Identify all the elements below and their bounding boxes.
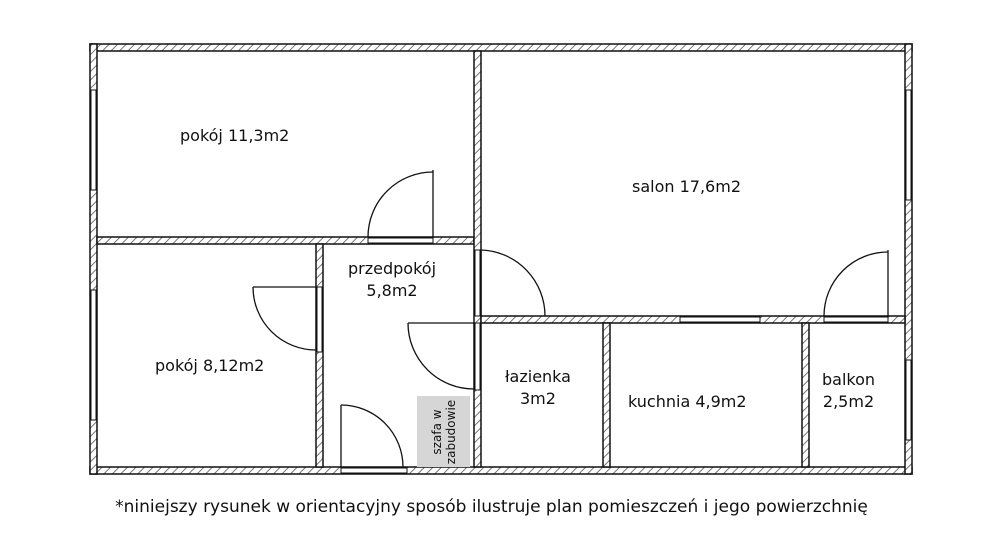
door-przedpokoj-salon <box>480 249 546 317</box>
door-salon <box>823 250 889 317</box>
room-label-kuchnia: kuchnia 4,9m2 <box>628 392 747 411</box>
room-label-lazienka: łazienka 3m2 <box>505 366 571 410</box>
door-lazienka <box>407 322 475 390</box>
wall-pokoj2-right <box>315 243 324 468</box>
room-name: balkon <box>822 370 876 389</box>
window <box>905 89 912 201</box>
room-name: łazienka <box>505 367 571 386</box>
wall-kuchnia-right <box>801 322 810 468</box>
room-label-pokoj-11: pokój 11,3m2 <box>180 126 290 145</box>
door-pokoj1 <box>367 170 434 238</box>
door-opening <box>679 316 761 323</box>
door-opening <box>474 322 481 391</box>
window <box>905 359 912 441</box>
wall-lazienka-right <box>602 322 611 468</box>
window <box>90 89 97 191</box>
room-area: 3m2 <box>520 389 556 408</box>
door-entrance <box>340 404 404 468</box>
door-opening <box>474 249 481 317</box>
room-area: 5,8m2 <box>366 281 418 300</box>
footnote: *niniejszy rysunek w orientacyjny sposób… <box>115 497 868 517</box>
door-opening <box>340 467 408 474</box>
door-pokoj2 <box>252 286 317 351</box>
wall-bottom <box>89 466 913 475</box>
door-opening <box>316 286 323 353</box>
room-area: 2,5m2 <box>822 392 875 411</box>
door-opening <box>367 237 434 244</box>
room-label-przedpokoj: przedpokój 5,8m2 <box>348 258 436 302</box>
wardrobe-label-line1: szafa w <box>429 408 444 455</box>
wall-left <box>89 43 98 475</box>
wall-top <box>89 43 913 52</box>
window <box>90 289 97 421</box>
wardrobe-label-line2: zabudowie <box>443 399 458 464</box>
room-label-salon: salon 17,6m2 <box>632 177 741 196</box>
door-opening <box>823 316 889 323</box>
wall-right <box>904 43 913 475</box>
room-name: przedpokój <box>348 259 437 278</box>
room-label-pokoj-8: pokój 8,12m2 <box>155 356 265 375</box>
room-label-balkon: balkon 2,5m2 <box>822 369 875 413</box>
